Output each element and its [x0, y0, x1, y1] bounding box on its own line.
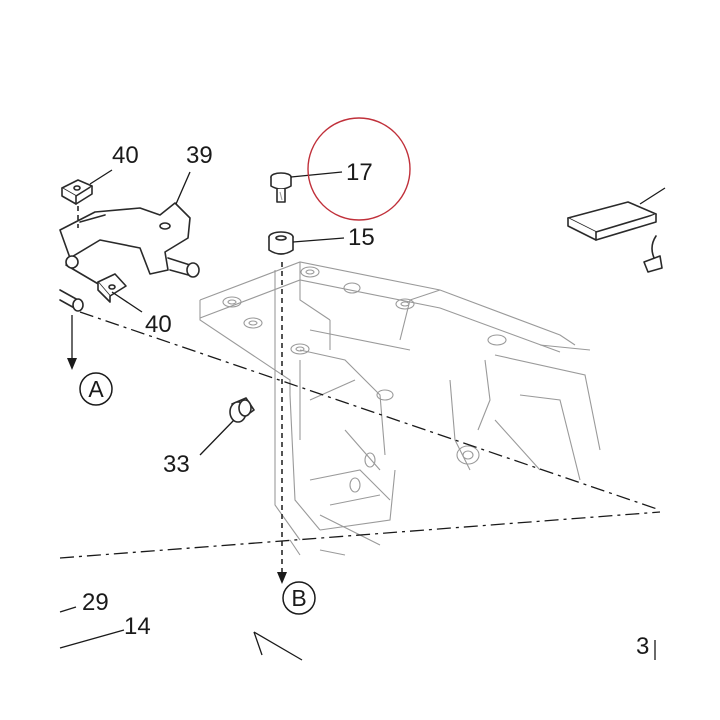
callout-17: 17: [346, 159, 373, 186]
callout-40-upper: 40: [112, 142, 139, 169]
callout-15: 15: [348, 224, 375, 251]
callout-14: 14: [124, 613, 151, 640]
clip-nut-40-lower: [97, 273, 127, 303]
highlight-circle: [307, 117, 411, 221]
arrow-b-head: [277, 572, 287, 584]
bolt-part-17: [270, 172, 292, 203]
reference-label-a: A: [88, 376, 104, 402]
arrow-a-head: [67, 358, 77, 370]
clip-nut-40-upper: [61, 179, 93, 228]
bushing-part-15: [268, 231, 294, 255]
reference-view-b: B: [282, 581, 316, 615]
partial-component-top-right: [567, 187, 666, 273]
callout-40-lower: 40: [145, 311, 172, 338]
callout-29: 29: [82, 589, 109, 616]
bracket-part-39: [59, 202, 200, 312]
leader-lines: [59, 169, 656, 661]
assembly-centerlines: [59, 311, 661, 559]
frame-crossmember: [199, 261, 601, 556]
reference-arrows: [67, 262, 287, 584]
reference-label-b: B: [291, 585, 306, 611]
callout-39: 39: [186, 142, 213, 169]
callout-3: 3: [636, 633, 649, 660]
reference-view-a: A: [79, 372, 113, 406]
bushing-part-33: [229, 397, 255, 423]
callout-33: 33: [163, 451, 190, 478]
